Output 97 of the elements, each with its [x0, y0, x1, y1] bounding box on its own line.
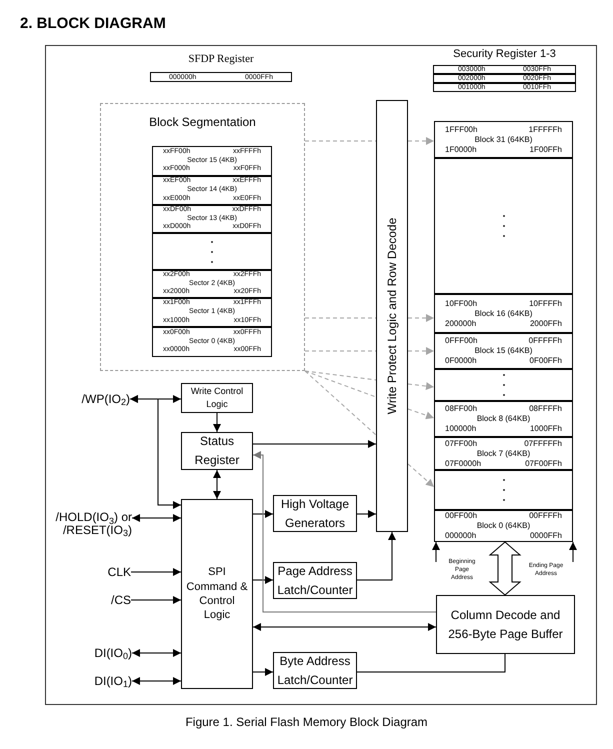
- block-label: Block 15 (64KB): [474, 346, 532, 356]
- pin-label: DI(IO$_{1}$): [80, 673, 132, 689]
- sector-row: [152, 205, 272, 233]
- decoder-box: [376, 100, 408, 532]
- block-label: Block 0 (64KB): [476, 521, 530, 531]
- address-label: 1000FFh: [530, 424, 562, 434]
- register-heading: Security Register 1-3: [452, 49, 557, 60]
- address-label: 00FF00h: [445, 511, 478, 521]
- register-row: [433, 83, 576, 92]
- register-row: [433, 65, 576, 74]
- logic-block: Page Address Latch/Counter: [273, 562, 357, 599]
- address-label: 100000h: [445, 424, 476, 434]
- connector-line: [356, 654, 506, 672]
- pin-label: /WP(IO$_{2}$): [68, 391, 130, 407]
- pin-label: /HOLD(IO$_{3}$) or /RESET(IO$_{3}$): [46, 509, 132, 539]
- address-label: 07F0000h: [445, 458, 482, 468]
- arrow: [132, 649, 182, 657]
- block-row: [434, 437, 573, 470]
- arrow: [432, 542, 440, 562]
- pin-label: /CS: [95, 592, 131, 608]
- sector-row: [152, 176, 272, 205]
- dashed-arrow: [408, 382, 434, 390]
- arrow: [132, 677, 182, 685]
- block-row: [434, 333, 573, 369]
- logic-block: Write Control Logic: [181, 383, 253, 413]
- arrow: [213, 470, 221, 500]
- group-heading: Block Segmentation: [148, 116, 257, 128]
- address-label: 0FFFFFh: [528, 336, 562, 346]
- address-label: 07FFFFFh: [524, 438, 562, 448]
- arrow: [130, 395, 182, 509]
- memory-row: [434, 369, 573, 401]
- address-label: 1FFF00h: [445, 124, 478, 134]
- address-label: 0F00FFh: [530, 356, 562, 366]
- memory-row: [152, 233, 272, 270]
- sector-row: [152, 270, 272, 298]
- address-label: 00FFFFh: [529, 511, 562, 521]
- block-row: [434, 510, 573, 542]
- dashed-group-box: [100, 103, 305, 371]
- register-row: [150, 72, 292, 82]
- register-heading: SFDP Register: [187, 54, 255, 65]
- arrow: [356, 510, 376, 518]
- block-label: Block 16 (64KB): [474, 308, 532, 318]
- dashed-arrow: [408, 137, 434, 145]
- address-label: 07FF00h: [445, 438, 478, 448]
- logic-block: SPI Command & Control Logic: [181, 499, 253, 689]
- arrow: [213, 412, 221, 432]
- register-row: [433, 74, 576, 83]
- section-heading: 2. BLOCK DIAGRAM: [20, 16, 166, 31]
- arrow: [130, 568, 182, 576]
- address-label: 0F0000h: [445, 356, 477, 366]
- dashed-arrow: [408, 347, 434, 355]
- arrow: [252, 510, 274, 518]
- block-label: Block 8 (64KB): [476, 414, 530, 424]
- dashed-arrow: [408, 408, 434, 420]
- address-label: 000000h: [445, 531, 476, 541]
- address-label: 0000FFh: [530, 531, 562, 541]
- address-label: 10FFFFh: [529, 298, 562, 308]
- sector-row: [152, 298, 272, 327]
- address-label: 0FFF00h: [445, 336, 478, 346]
- arrow: [252, 451, 436, 612]
- block-label: Block 7 (64KB): [476, 448, 530, 458]
- dashed-arrow: [408, 314, 434, 322]
- arrow: [252, 668, 274, 676]
- block-row: [434, 401, 573, 437]
- logic-block: Column Decode and 256-Byte Page Buffer: [436, 595, 575, 654]
- arrow: [130, 596, 182, 604]
- block-label: Block 31 (64KB): [474, 134, 532, 144]
- block-row: [434, 294, 573, 333]
- arrow: [252, 623, 436, 631]
- memory-row: [434, 470, 573, 510]
- pin-label: DI(IO$_{0}$): [80, 645, 132, 661]
- logic-block: High Voltage Generators: [273, 495, 357, 532]
- sector-row: [152, 146, 272, 176]
- logic-block: Byte Address Latch/Counter: [273, 652, 357, 689]
- memory-row: [434, 158, 573, 294]
- arrow: [356, 532, 396, 580]
- arrow: [252, 440, 376, 448]
- arrow: [252, 576, 274, 584]
- arrow: [132, 514, 182, 522]
- address-label: 08FFFFh: [529, 404, 562, 414]
- address-label: 1FFFFFh: [528, 124, 562, 134]
- dashed-arrow: [408, 464, 434, 488]
- decoder-label: Write Protect Logic and Row Decode: [386, 218, 398, 414]
- pin-label: CLK: [95, 564, 131, 580]
- block-row: [434, 121, 573, 158]
- address-label: 10FF00h: [445, 298, 478, 308]
- sector-row: [152, 327, 272, 357]
- double-block-arrow: [488, 541, 522, 596]
- address-label: 1F0000h: [445, 144, 477, 154]
- figure-caption: Figure 1. Serial Flash Memory Block Diagram: [184, 716, 429, 728]
- arrow: [569, 542, 577, 562]
- address-label: 2000FFh: [530, 318, 562, 328]
- address-label: 200000h: [445, 318, 476, 328]
- logic-block: Status Register: [181, 432, 253, 470]
- address-label: 08FF00h: [445, 404, 478, 414]
- address-label: 07F00FFh: [525, 458, 562, 468]
- address-label: 1F00FFh: [530, 144, 562, 154]
